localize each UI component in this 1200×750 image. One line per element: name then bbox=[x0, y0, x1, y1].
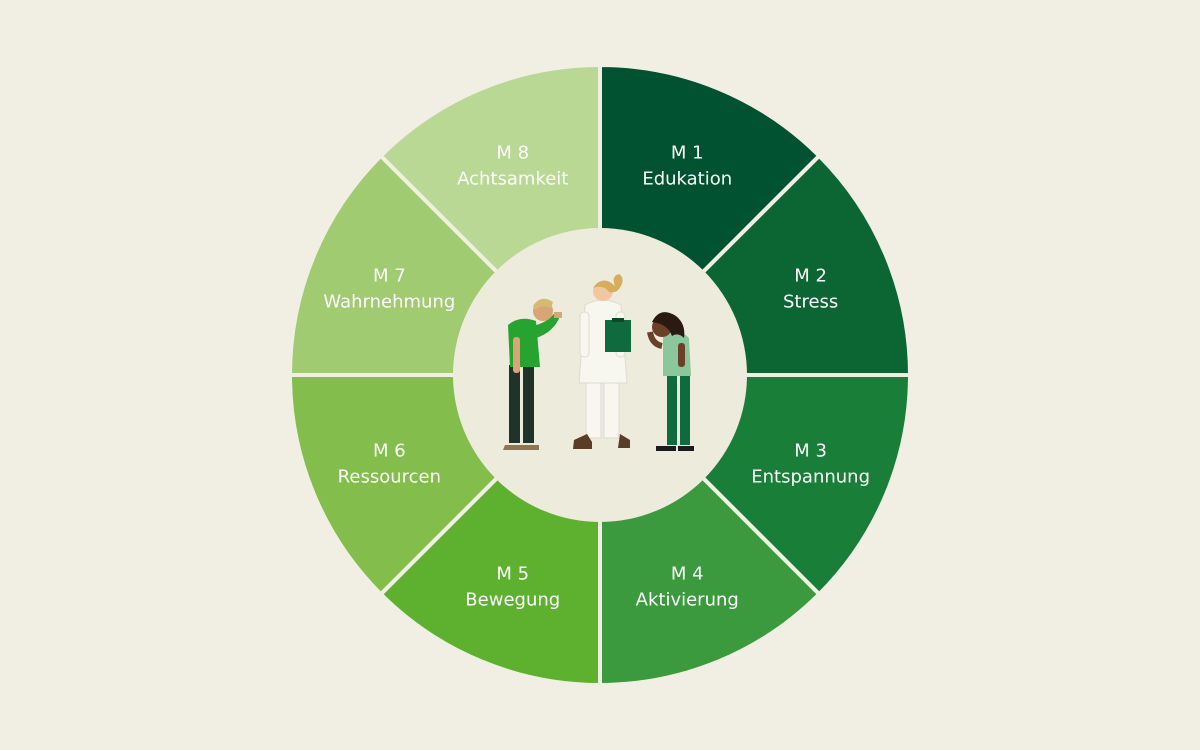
segment-7-name: Wahrnehmung bbox=[323, 292, 455, 313]
segment-2-name: Stress bbox=[783, 292, 838, 313]
segment-4-name: Aktivierung bbox=[636, 590, 739, 611]
patient-left-figure bbox=[503, 298, 562, 450]
segment-5-name: Bewegung bbox=[465, 590, 560, 611]
segment-4-code: M 4 bbox=[671, 564, 704, 585]
segment-8-name: Achtsamkeit bbox=[457, 168, 568, 189]
doctor-figure bbox=[573, 274, 631, 449]
segment-5-code: M 5 bbox=[496, 564, 529, 585]
segment-1-name: Edukation bbox=[642, 168, 732, 189]
segment-7-code: M 7 bbox=[373, 266, 406, 287]
segment-6-name: Ressourcen bbox=[338, 466, 441, 487]
segment-6-code: M 6 bbox=[373, 440, 406, 461]
segment-1-code: M 1 bbox=[671, 142, 704, 163]
segment-3-code: M 3 bbox=[794, 440, 827, 461]
people-illustration bbox=[503, 274, 694, 451]
segment-8-code: M 8 bbox=[496, 142, 529, 163]
patient-right-figure bbox=[647, 312, 694, 451]
segment-2-code: M 2 bbox=[794, 266, 827, 287]
segment-3-name: Entspannung bbox=[751, 466, 870, 487]
